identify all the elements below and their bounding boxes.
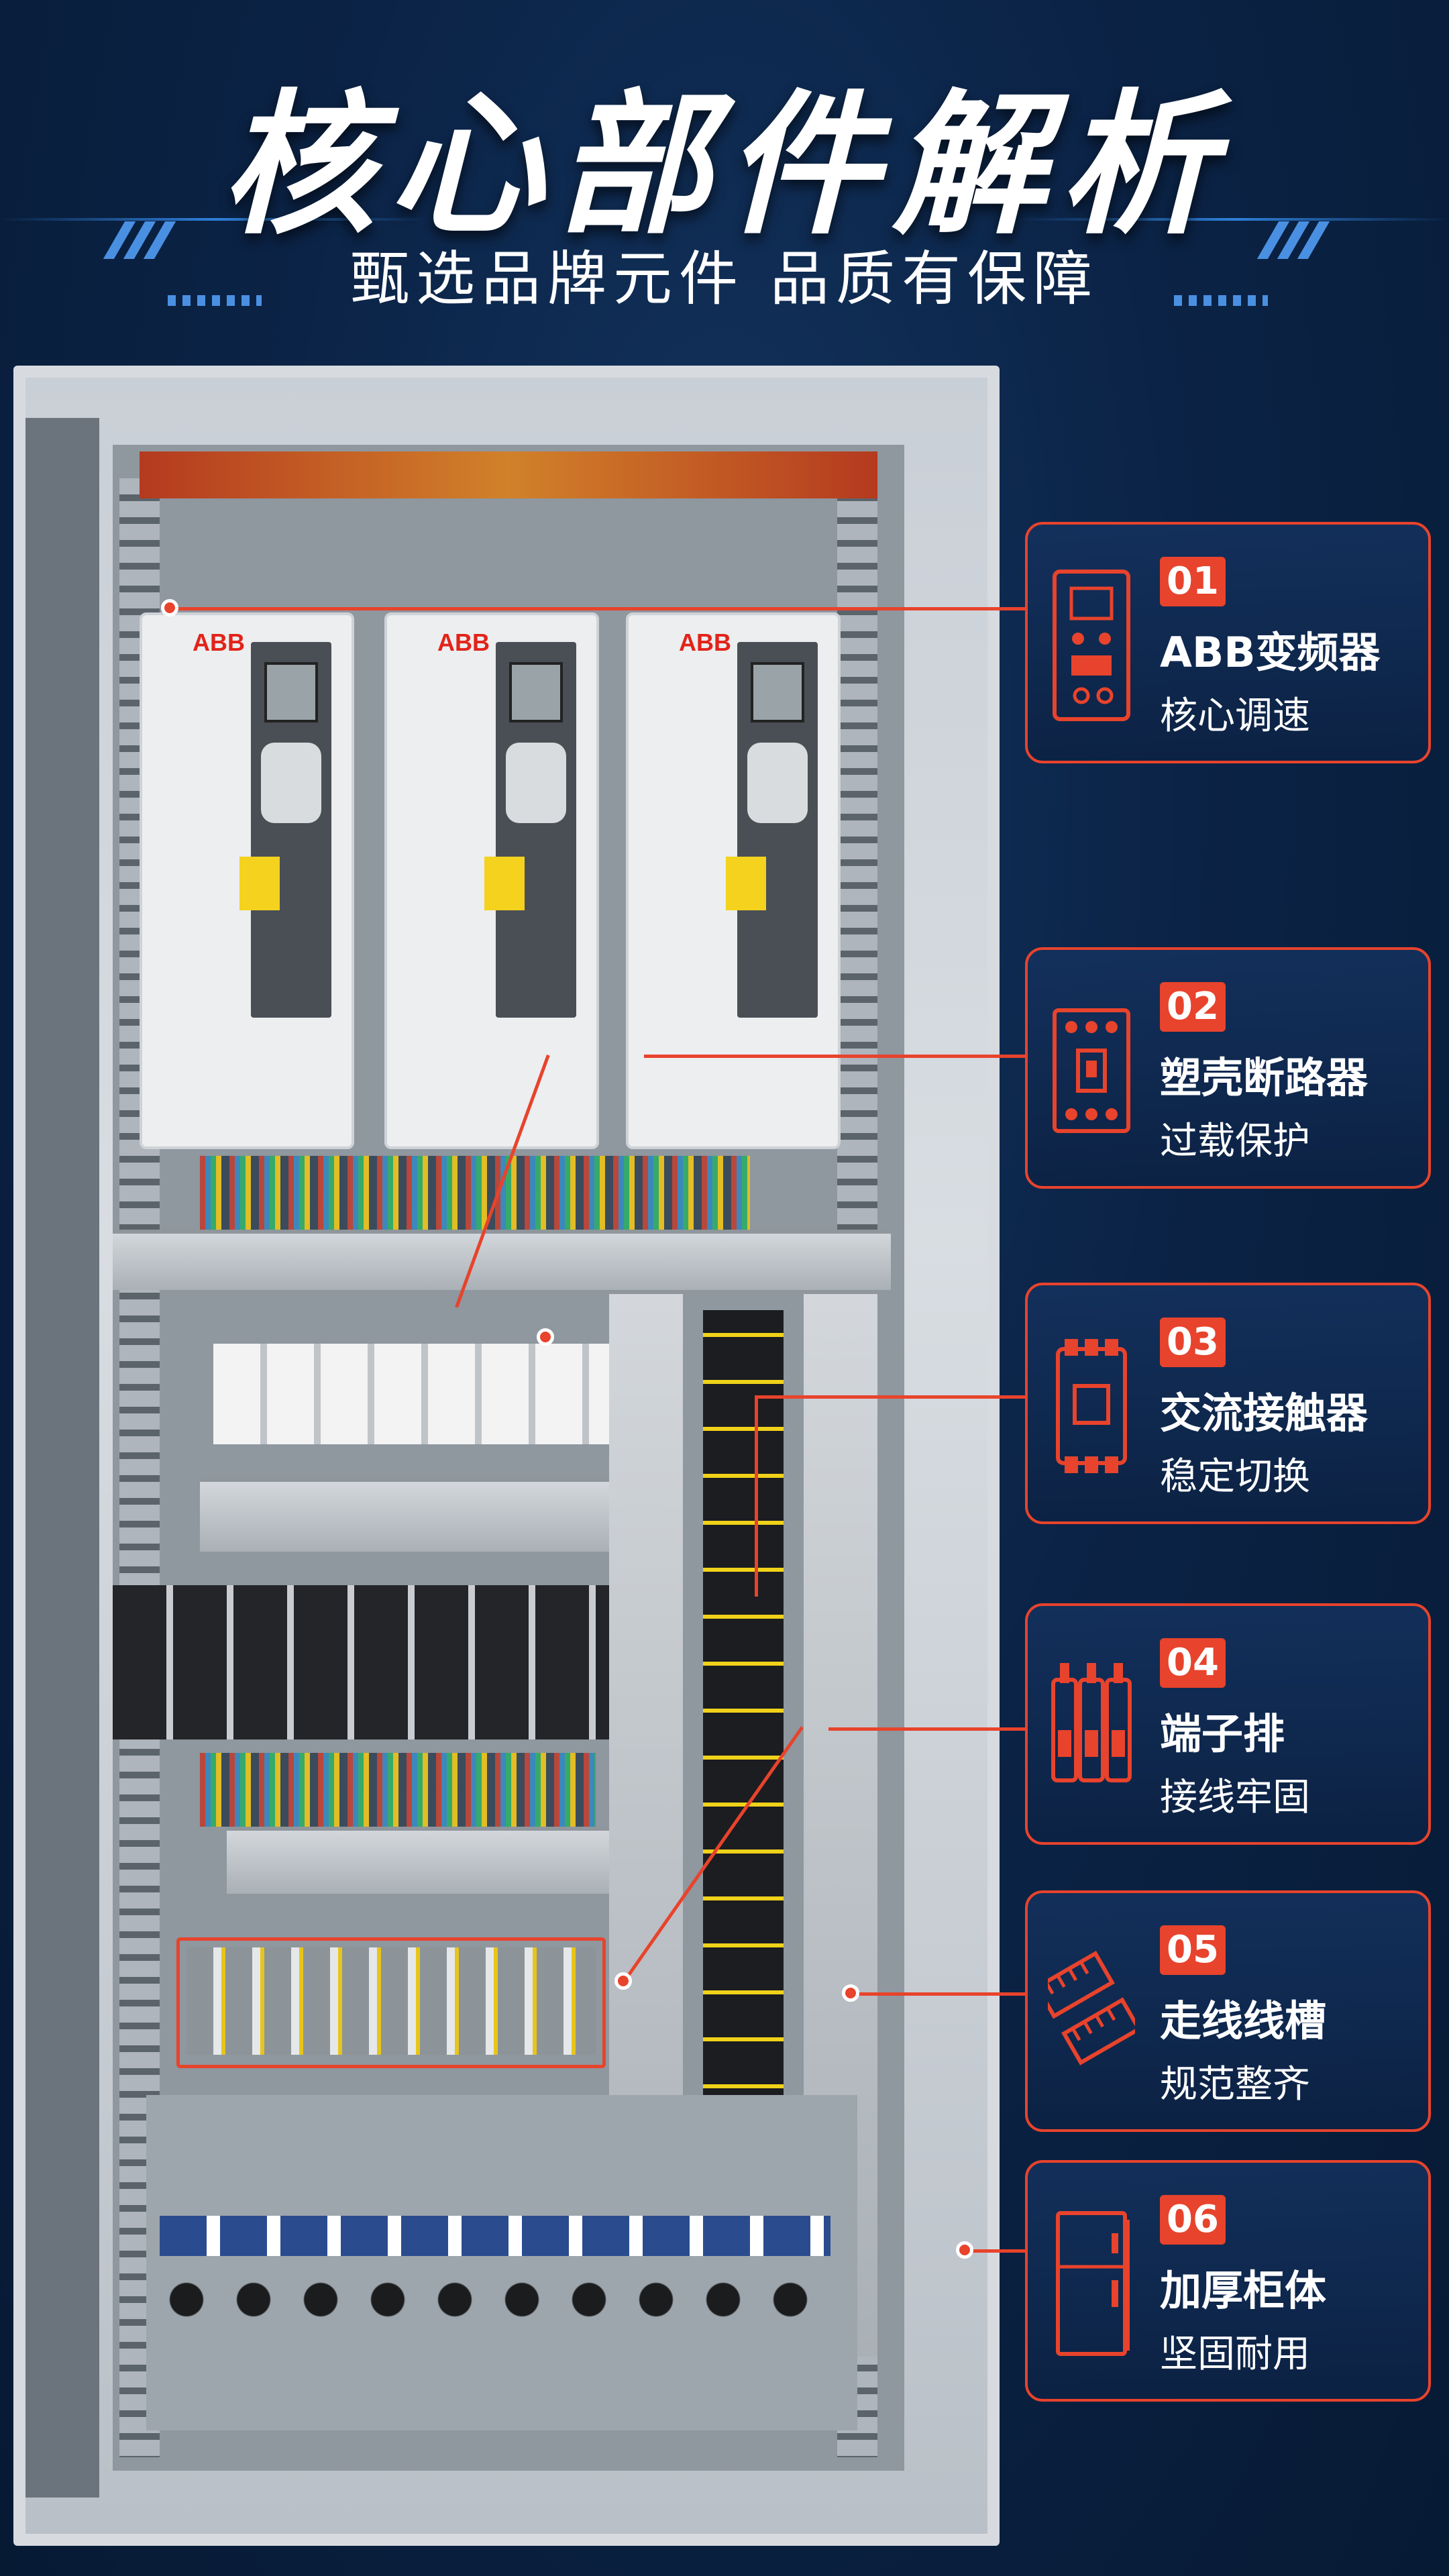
cable-trunking-icon <box>1048 1950 1135 2065</box>
vfd-keypad <box>747 743 808 823</box>
terminal-blocks <box>186 1947 596 2055</box>
connector-line <box>852 1992 1025 1996</box>
feature-card-trunking: 05 走线线槽 规范整齐 <box>1025 1890 1431 2132</box>
feature-card-breaker: 02 塑壳断路器 过载保护 <box>1025 947 1431 1189</box>
feature-name: 加厚柜体 <box>1160 2266 1327 2315</box>
vfd-screen <box>509 662 563 722</box>
feature-desc: 核心调速 <box>1160 694 1310 738</box>
cabinet-photo: ABB ABB ABB <box>13 366 1000 2546</box>
feature-number: 03 <box>1160 1318 1226 1367</box>
feature-card-contactor: 03 交流接触器 稳定切换 <box>1025 1283 1431 1524</box>
connector-dot <box>614 1972 632 1990</box>
decor-dots <box>1174 295 1268 306</box>
page-subtitle: 甄选品牌元件 品质有保障 <box>350 244 1099 313</box>
circuit-breakers <box>213 1344 609 1444</box>
decor-dots <box>168 295 262 306</box>
feature-name: ABB变频器 <box>1160 628 1381 677</box>
feature-desc: 坚固耐用 <box>1160 2332 1310 2376</box>
vfd-keypad <box>506 743 566 823</box>
vfd-screen <box>751 662 804 722</box>
cable-trunking <box>227 1827 609 1894</box>
feature-number: 04 <box>1160 1638 1226 1688</box>
terminal-column <box>703 1310 784 2222</box>
vfd-panel <box>496 642 576 1018</box>
feature-number: 02 <box>1160 982 1226 1032</box>
connector-line <box>644 1055 1025 1058</box>
terminal-block-icon <box>1051 1663 1132 1782</box>
feature-card-vfd: 01 ABB变频器 核心调速 <box>1025 522 1431 763</box>
header-decor-line-right <box>1020 218 1449 221</box>
vfd-screen <box>264 662 318 722</box>
feature-name: 端子排 <box>1160 1709 1285 1758</box>
feature-desc: 接线牢固 <box>1160 1776 1310 1819</box>
feature-desc: 过载保护 <box>1160 1120 1310 1163</box>
feature-card-terminal: 04 端子排 接线牢固 <box>1025 1603 1431 1845</box>
cabinet-icon <box>1056 2211 1130 2356</box>
abb-logo: ABB <box>679 629 731 656</box>
page-title: 核心部件解析 <box>221 76 1228 256</box>
wiring <box>200 1753 596 1827</box>
cabinet-door <box>25 418 99 2498</box>
vfd-unit: ABB <box>384 612 599 1149</box>
header-decor-line-left <box>0 218 429 221</box>
feature-name: 走线线槽 <box>1160 1996 1327 2045</box>
connector-line <box>755 1395 1025 1399</box>
feature-card-cabinet: 06 加厚柜体 坚固耐用 <box>1025 2160 1431 2402</box>
vfd-unit: ABB <box>626 612 841 1149</box>
warning-label <box>726 857 766 910</box>
abb-logo: ABB <box>437 629 490 656</box>
contactor-icon <box>1056 1339 1127 1473</box>
abb-logo: ABB <box>193 629 245 656</box>
feature-desc: 稳定切换 <box>1160 1455 1310 1499</box>
connector-line <box>171 607 1025 610</box>
feature-desc: 规范整齐 <box>1160 2063 1310 2106</box>
cable-trunking <box>113 1230 891 1290</box>
breaker-icon <box>1053 1008 1130 1133</box>
contactors <box>113 1585 609 1739</box>
connector-dot <box>956 2241 973 2259</box>
feature-name: 交流接触器 <box>1160 1389 1368 1438</box>
cabinet-floor <box>146 2095 857 2430</box>
vfd-panel <box>251 642 331 1018</box>
terminal-highlight-box <box>176 1937 606 2068</box>
cable-trunking <box>200 1478 609 1552</box>
ground-busbar <box>160 2216 830 2256</box>
copper-busbar <box>140 451 877 498</box>
warning-label <box>484 857 525 910</box>
wiring <box>200 1156 750 1230</box>
warning-label <box>239 857 280 910</box>
feature-number: 01 <box>1160 557 1226 606</box>
cable-entry-holes <box>160 2276 830 2323</box>
connector-line <box>966 2249 1025 2253</box>
vfd-unit: ABB <box>140 612 354 1149</box>
connector-dot <box>161 599 178 616</box>
connector-line <box>828 1727 1025 1731</box>
feature-number: 06 <box>1160 2195 1226 2245</box>
vfd-keypad <box>261 743 321 823</box>
connector-dot <box>537 1328 554 1346</box>
connector-line <box>755 1395 758 1597</box>
feature-name: 塑壳断路器 <box>1160 1053 1368 1102</box>
vfd-icon <box>1053 570 1130 721</box>
vfd-panel <box>737 642 818 1018</box>
connector-dot <box>842 1984 859 2002</box>
feature-number: 05 <box>1160 1925 1226 1975</box>
